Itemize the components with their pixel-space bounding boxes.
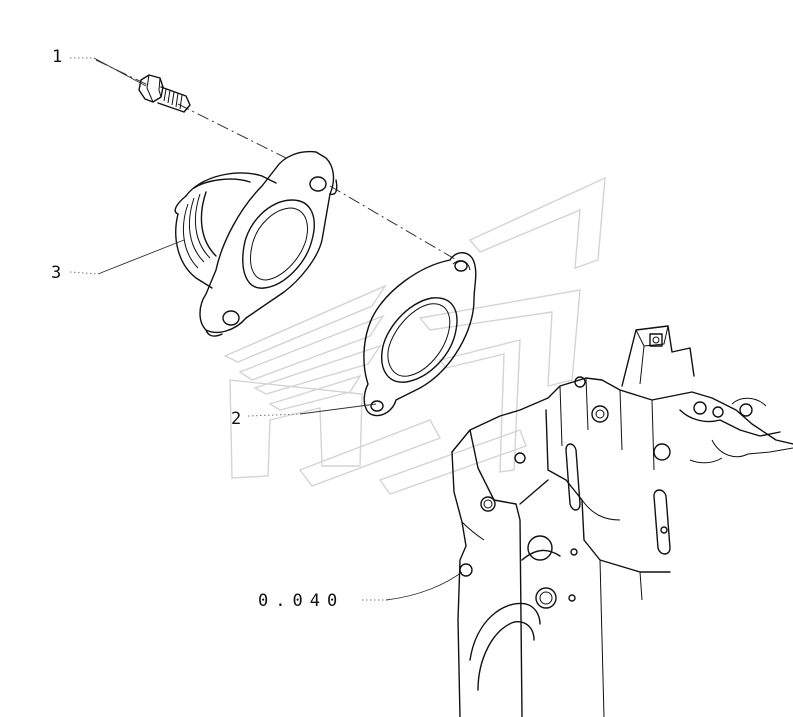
callout-3-leader — [97, 239, 185, 275]
engine-block — [451, 325, 793, 717]
callout-1-leader — [93, 57, 147, 87]
callout-1-label: 1 — [52, 47, 62, 67]
callout-2-leader-dotted — [247, 413, 301, 417]
callout-3-leader-dotted — [69, 271, 99, 275]
bolt-part — [138, 74, 191, 113]
reference-label: 0.040 — [258, 591, 344, 611]
callout-2-label: 2 — [231, 409, 241, 429]
gasket-part — [363, 252, 477, 417]
reference-leader — [385, 571, 463, 601]
callout-2-leader — [299, 403, 377, 415]
callout-3-label: 3 — [51, 263, 61, 283]
flange-housing-part — [174, 150, 338, 337]
watermark-logo — [223, 176, 606, 495]
assembly-axis-line — [95, 59, 461, 263]
